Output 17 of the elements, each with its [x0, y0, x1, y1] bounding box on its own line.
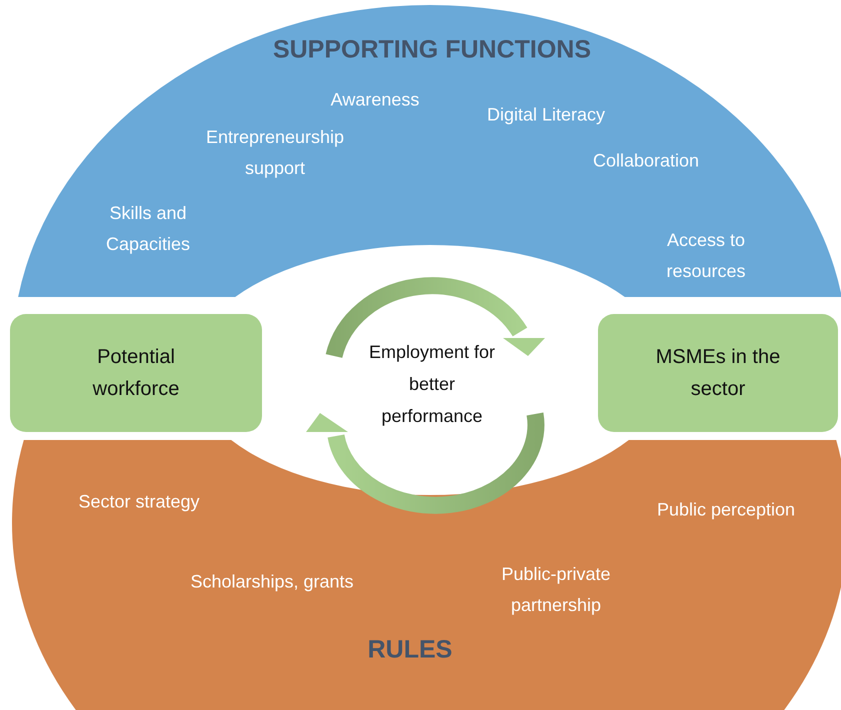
process-box [10, 314, 262, 432]
band-item-label: Skills and Capacities [104, 202, 192, 256]
center-label: Employment for better performance [368, 341, 496, 428]
band-item-label: Entrepreneurship support [204, 126, 346, 180]
band-item-label: Scholarships, grants [189, 570, 355, 594]
band-item-label: Awareness [330, 88, 420, 112]
band-heading: RULES [366, 634, 454, 666]
band-item-label: Digital Literacy [486, 104, 606, 126]
process-box [598, 314, 838, 432]
box-label: MSMEs in the sector [654, 345, 782, 402]
band-heading: SUPPORTING FUNCTIONS [272, 34, 592, 66]
band-item-label: Public-private partnership [500, 563, 612, 617]
box-label: Potential workforce [92, 345, 180, 402]
band-item-label: Collaboration [592, 150, 700, 172]
band-item-label: Sector strategy [77, 490, 201, 514]
band-item-label: Public perception [656, 498, 796, 522]
band-item-label: Access to resources [665, 229, 747, 283]
